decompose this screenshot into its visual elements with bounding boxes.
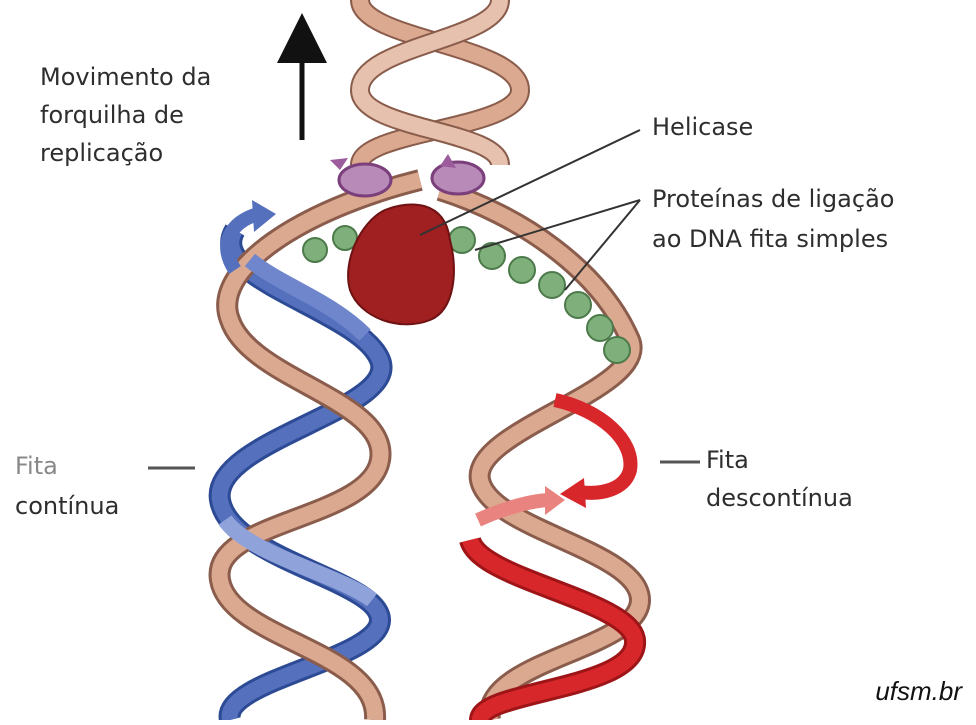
- lagging-strand-label: Fita descontínua: [706, 446, 853, 512]
- fork-movement-label-line-2: forquilha de: [40, 101, 184, 129]
- fork-movement-label: Movimento da forquilha de replicação: [40, 63, 211, 167]
- fork-movement-label-line-1: Movimento da: [40, 63, 211, 91]
- ssb-proteins-label: Proteínas de ligação ao DNA fita simples: [652, 185, 894, 253]
- leading-label-line-2: contínua: [15, 492, 119, 520]
- right-daughter-helix: [440, 190, 640, 720]
- ssb-label-line-1: Proteínas de ligação: [652, 185, 894, 213]
- source-credit: ufsm.br: [875, 676, 963, 706]
- ssb-leader-line-2: [565, 200, 640, 290]
- parental-double-helix: [360, 0, 520, 165]
- ssb-label-line-2: ao DNA fita simples: [652, 225, 888, 253]
- fork-movement-label-line-3: replicação: [40, 139, 163, 167]
- leading-strand-label: Fita contínua: [15, 452, 119, 520]
- lagging-label-line-2: descontínua: [706, 484, 853, 512]
- helicase-label: Helicase: [652, 113, 753, 141]
- leading-label-line-1: Fita: [15, 452, 58, 480]
- lagging-label-line-1: Fita: [706, 446, 749, 474]
- helicase-protein: [348, 204, 454, 324]
